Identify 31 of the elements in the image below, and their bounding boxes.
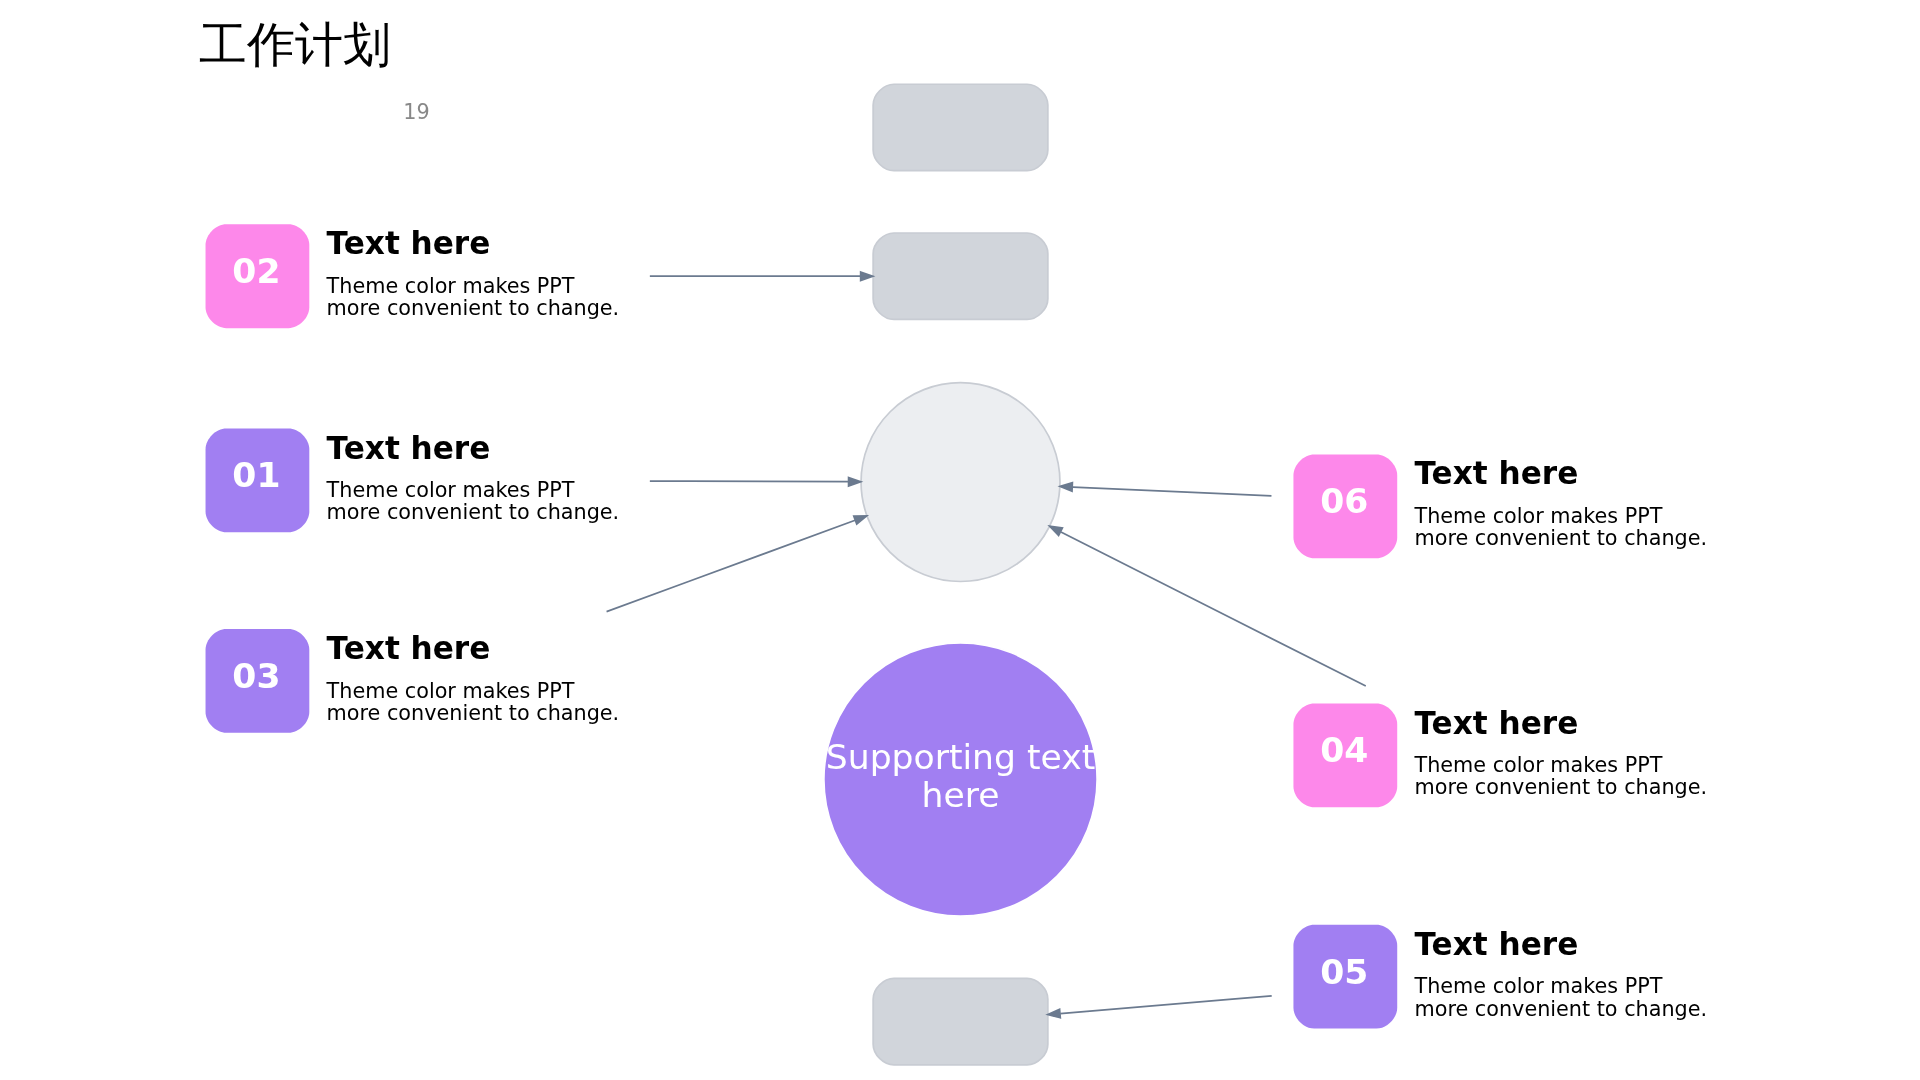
- node-arc: [871, 232, 1049, 321]
- node-circle: [859, 381, 1061, 583]
- node-label: Theme color makes PPT more convenient to change.: [326, 477, 619, 525]
- arrow: [1044, 995, 1273, 1019]
- node-label: Text here: [326, 429, 490, 466]
- node-arc: [871, 83, 1049, 172]
- node-label: Text here: [1414, 455, 1578, 492]
- node-label: Text here: [1414, 704, 1578, 741]
- node-box: 01: [205, 428, 309, 533]
- arrow: [605, 515, 869, 613]
- node-box: 04: [1292, 703, 1397, 808]
- node-label: Theme color makes PPT more convenient to change.: [1414, 974, 1707, 1021]
- diagram-title: 工作计划: [198, 15, 391, 72]
- node-box: 06: [1292, 454, 1397, 559]
- label: 19: [402, 100, 430, 125]
- node-label: Theme color makes PPT more convenient to change.: [326, 678, 619, 726]
- node-label: Text here: [1414, 925, 1578, 962]
- node-label: Text here: [326, 630, 490, 667]
- node-arc: [871, 977, 1049, 1066]
- node-label: Text here: [326, 225, 490, 262]
- node-label: Theme color makes PPT more convenient to change.: [326, 273, 619, 321]
- arrow: [648, 270, 875, 282]
- node-box: 02: [205, 224, 309, 329]
- node-box: 05: [1292, 924, 1397, 1029]
- node-box: 03: [205, 629, 309, 733]
- node-label: Theme color makes PPT more convenient to change.: [1414, 503, 1707, 551]
- node-label: Theme color makes PPT more convenient to change.: [1414, 752, 1707, 800]
- arrow: [1046, 525, 1367, 687]
- node-circle: Supporting text here: [822, 642, 1098, 918]
- arrow: [1057, 481, 1272, 497]
- arrow: [648, 476, 863, 488]
